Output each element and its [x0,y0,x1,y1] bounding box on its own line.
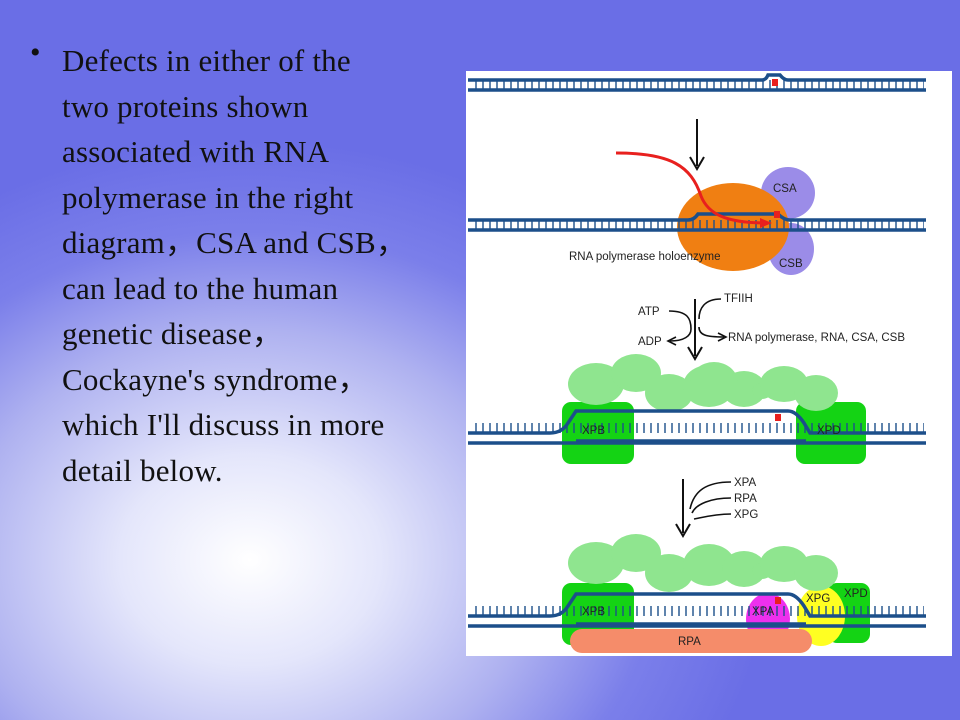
bullet-dot: • [30,36,41,69]
tfiih-subunits-2 [568,534,838,592]
arrow-2: ATP ADP TFIIH RNA polymerase, RNA, CSA, … [638,293,905,361]
xpg-label: XPG [806,593,830,605]
xpa-label: XPA [752,606,774,618]
xpb-label: XPB [582,425,605,437]
stage3: XPB XPD [468,354,926,464]
csa-label: CSA [773,183,797,195]
atp-label: ATP [638,306,660,318]
rpa-shape [570,629,812,653]
bullet-text: Defects in either of the two proteins sh… [62,43,408,488]
rpa-recruit-label: RPA [734,493,757,505]
xpd-label: XPD [817,425,841,437]
csb-label: CSB [779,258,803,270]
ner-diagram-svg: CSA CSB RNA polymerase holoenzyme ATP AD… [468,73,926,653]
stage1-dna [468,73,926,92]
xpd-label-2: XPD [844,588,868,600]
arrow-1 [689,119,705,171]
xpa-recruit-label: XPA [734,477,756,489]
ner-diagram: CSA CSB RNA polymerase holoenzyme ATP AD… [466,71,952,656]
released-factors-label: RNA polymerase, RNA, CSA, CSB [728,332,905,344]
tfiih-subunits [568,354,838,412]
polymerase-label: RNA polymerase holoenzyme [569,251,721,263]
xpg-recruit-label: XPG [734,509,758,521]
rpa-label: RPA [678,636,701,648]
lesion-marker [772,79,778,86]
stage2: CSA CSB RNA polymerase holoenzyme [468,151,926,275]
stage4: XPB XPA XPG XPD RPA [468,534,926,653]
arrow-3: XPA RPA XPG [675,477,758,538]
xpb-label-2: XPB [582,606,605,618]
slide-text-block: • Defects in either of the two proteins … [30,36,470,493]
rna-transcript [615,151,767,225]
tfiih-label: TFIIH [724,293,753,305]
adp-label: ADP [638,336,662,348]
